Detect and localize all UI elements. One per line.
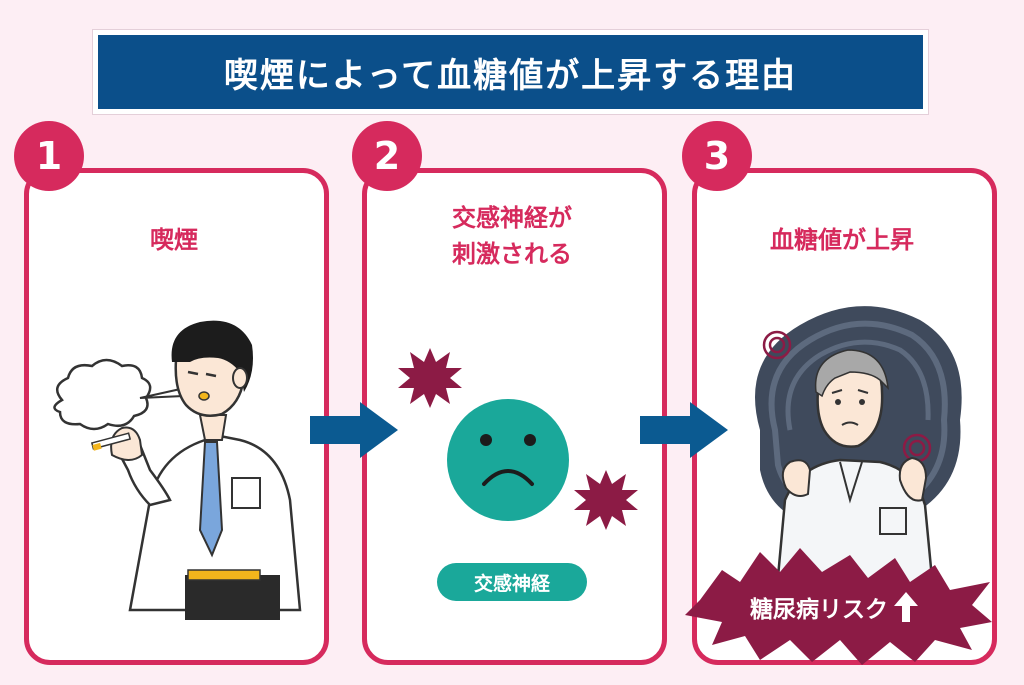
starburst-icon [398, 348, 462, 408]
arrow-right-icon [310, 402, 398, 458]
step-number-3: 3 [682, 121, 752, 191]
sad-face-icon [447, 399, 569, 521]
page-title: 喫煙によって血糖値が上昇する理由 [223, 55, 798, 96]
spiral-icon [762, 330, 792, 360]
step-label-3: 血糖値が上昇 [770, 226, 914, 254]
title-banner: 喫煙によって血糖値が上昇する理由 [93, 30, 928, 114]
sympathetic-nerve-badge: 交感神経 [437, 563, 587, 601]
sympathetic-nerve-illustration [398, 348, 638, 530]
smoking-man-illustration [53, 320, 302, 620]
risk-text: 糖尿病リスク [750, 597, 888, 623]
step-number-2: 2 [352, 121, 422, 191]
step-label-1: 喫煙 [150, 226, 198, 254]
smoke-cloud-icon [53, 358, 152, 431]
risk-burst-shape [685, 548, 992, 665]
step-number-1: 1 [14, 121, 84, 191]
step-label-2: 交感神経が 刺激される [452, 204, 572, 268]
anxious-man-illustration [755, 306, 962, 612]
arrow-right-icon [640, 402, 728, 458]
starburst-icon [574, 470, 638, 530]
diabetes-risk-label: 糖尿病リスク [750, 590, 918, 624]
up-arrow-icon [894, 592, 918, 622]
